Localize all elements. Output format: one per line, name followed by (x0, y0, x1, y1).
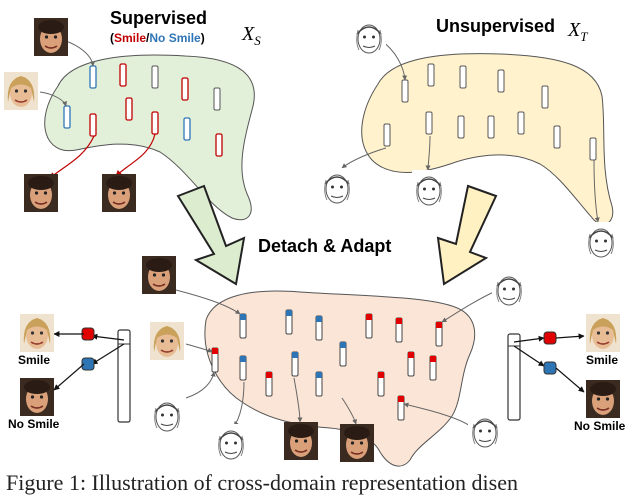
classifier-node-icon (81, 357, 95, 371)
supervised-math-label: XS (241, 23, 261, 48)
face-photo-icon (3, 71, 39, 111)
face-photo-icon (33, 17, 69, 57)
face-photo-icon (585, 379, 621, 419)
supervised-title: Supervised (110, 8, 207, 28)
unsupervised-math-label: XT (567, 19, 588, 44)
center-title: Detach & Adapt (258, 236, 391, 256)
face-sketch-icon (583, 221, 619, 261)
supervised-region (44, 54, 255, 221)
left-nosmile-label: No Smile (8, 417, 60, 431)
unsupervised-title: Unsupervised (436, 16, 555, 36)
left-classifier (53, 327, 131, 423)
face-photo-icon (19, 377, 55, 417)
face-photo-icon (141, 255, 177, 295)
classifier-node-icon (543, 361, 557, 375)
left-smile-label: Smile (18, 353, 50, 367)
adapt-arrow-right (436, 184, 498, 286)
figure-caption: Figure 1: Illustration of cross-domain r… (6, 470, 518, 495)
right-smile-label: Smile (586, 353, 618, 367)
face-photo-icon (283, 421, 319, 461)
face-photo-icon (339, 423, 375, 463)
face-photo-icon (101, 173, 137, 213)
adapt-arrow-left (176, 184, 246, 286)
face-sketch-icon (411, 169, 447, 209)
face-sketch-icon (467, 411, 503, 451)
face-photo-icon (23, 173, 59, 213)
face-sketch-icon (319, 167, 355, 207)
classifier-node-icon (543, 331, 557, 345)
face-photo-icon (585, 313, 621, 353)
right-nosmile-label: No Smile (574, 419, 626, 433)
right-classifier (507, 331, 585, 421)
shared-region (204, 290, 476, 467)
face-photo-icon (19, 313, 55, 353)
face-sketch-icon (149, 395, 185, 435)
supervised-legend: (Smile/No Smile) (110, 31, 205, 45)
face-sketch-icon (491, 269, 527, 309)
face-photo-icon (149, 321, 185, 361)
face-sketch-icon (351, 17, 387, 57)
face-sketch-icon (213, 423, 249, 463)
